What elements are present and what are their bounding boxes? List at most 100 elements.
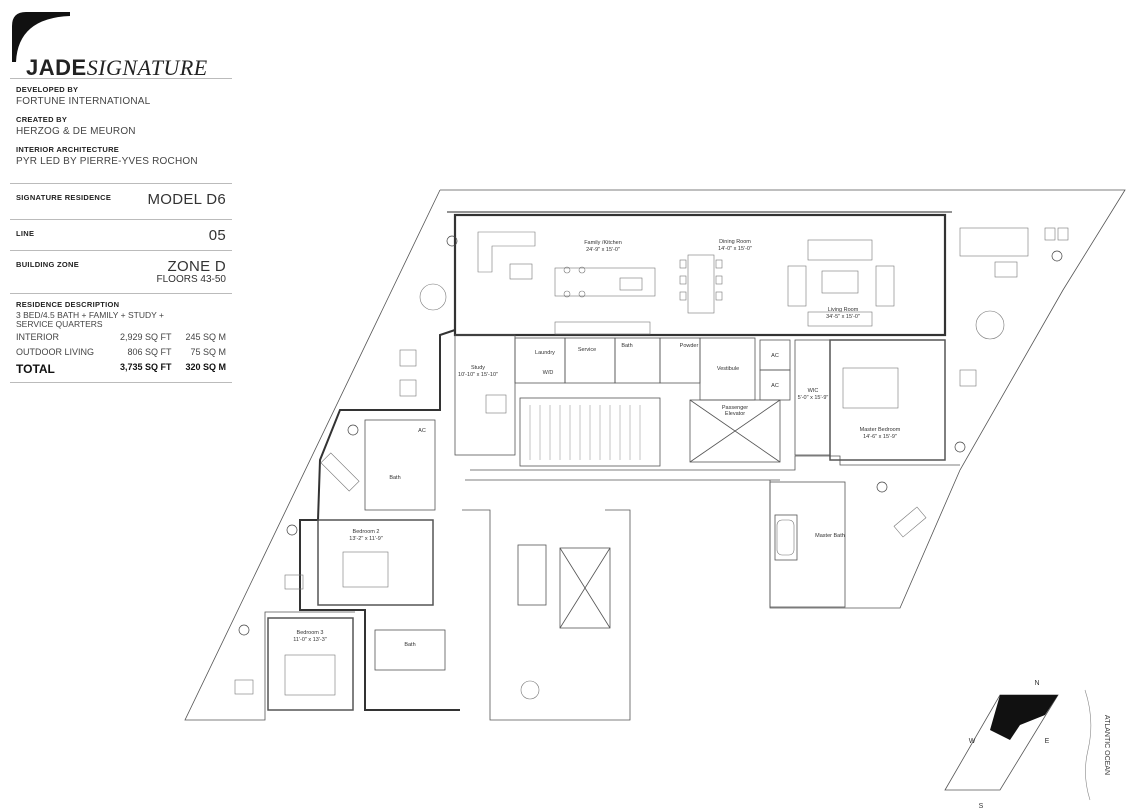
residence-description: RESIDENCE DESCRIPTION 3 BED/4.5 BATH + F… [10,293,232,383]
spec-value: ZONE D [167,258,226,275]
main-living-shell [453,213,947,337]
room-service: Service [578,347,596,353]
room-living-name: Living Room [828,307,859,313]
room-living-dims: 34'-5" x 15'-0" [826,314,860,320]
vestibule [699,337,756,401]
service-room [564,337,616,384]
stair-core [519,397,661,467]
logo-mark-icon [12,12,70,62]
ocean-label: ATLANTIC OCEAN [1103,715,1110,775]
area-name: OUTDOOR LIVING [16,347,95,357]
credit-value: HERZOG & DE MEURON [16,126,136,137]
room-master-bath: Master Bath [815,533,845,539]
planter-icon [954,441,966,453]
room-ac-3: AC [418,428,426,434]
area-sqm: 245 SQ M [185,332,227,342]
room-wd: W/D [543,370,554,376]
brand-wordmark: JADESIGNATURE [26,55,208,81]
west-wing-wall [299,215,460,711]
info-panel: DEVELOPED BY FORTUNE INTERNATIONAL CREAT… [10,78,232,383]
description-text: 3 BED/4.5 BATH + FAMILY + STUDY + SERVIC… [16,310,164,329]
planter-icon [1051,250,1063,262]
area-row-outdoor: OUTDOOR LIVING 806 SQ FT 75 SQ M [16,347,226,357]
divider [10,78,232,79]
compass-north: N [1034,680,1039,687]
area-row-total: TOTAL 3,735 SQ FT 320 SQ M [16,362,226,376]
area-sqft: 806 SQ FT [127,347,172,357]
spec-residence: SIGNATURE RESIDENCE MODEL D6 [10,183,232,219]
spec-line: LINE 05 [10,219,232,250]
room-dining-dims: 14'-0" x 15'-0" [718,246,752,252]
credit-label: DEVELOPED BY [16,85,79,94]
credit-developer: DEVELOPED BY FORTUNE INTERNATIONAL [16,85,232,107]
area-sqft: 3,735 SQ FT [120,362,172,372]
service-elevator [559,547,611,629]
room-ac-1: AC [771,353,779,359]
lower-core [462,509,631,721]
room-bedroom-3-dims: 11'-0" x 13'-3" [293,637,326,643]
room-ac-2: AC [771,383,779,389]
ac-closet-2 [759,369,791,401]
planter-icon [347,424,359,436]
area-sqft: 2,929 SQ FT [120,332,172,342]
credit-label: INTERIOR ARCHITECTURE [16,145,120,154]
corridor [470,455,960,471]
room-service-bath: Bath [621,343,632,349]
area-name: TOTAL [16,362,55,376]
brand-name-italic: SIGNATURE [86,55,208,80]
spec-label: BUILDING ZONE [16,260,80,269]
terrace-outline [440,189,1126,609]
master-bath [769,481,846,608]
room-bath-2: Bath [389,475,400,481]
spec-zone: BUILDING ZONE ZONE D FLOORS 43-50 [10,250,232,293]
room-bedroom-2-name: Bedroom 2 [353,529,380,535]
room-study-name: Study [471,365,485,371]
credit-creator: CREATED BY HERZOG & DE MEURON [16,115,232,137]
credit-label: CREATED BY [16,115,68,124]
compass-south: S [979,803,984,810]
room-wic-name: WIC [808,388,819,394]
planter-icon [446,235,458,247]
room-elevator-line2: Elevator [725,411,745,417]
room-study-dims: 10'-10" x 15'-10" [458,372,498,378]
room-wic-dims: 5'-0" x 15'-9" [798,395,829,401]
brand-logo: JADESIGNATURE [12,12,232,80]
compass-east: E [1045,738,1050,745]
unit-location-highlight [990,695,1058,740]
room-master-bed-name: Master Bedroom [860,427,901,433]
bedroom-2 [317,519,434,606]
room-family-kitchen-name: Family /Kitchen [584,240,622,246]
spec-value: 05 [208,227,226,244]
room-family-kitchen-dims: 24'-9" x 15'-0" [586,247,620,253]
credit-value: PYR LED BY PIERRE-YVES ROCHON [16,156,198,167]
room-dining-name: Dining Room [719,239,751,245]
laundry-room [514,337,566,384]
spec-label: SIGNATURE RESIDENCE [16,193,112,202]
credit-value: FORTUNE INTERNATIONAL [16,96,151,107]
bath-2 [364,419,436,511]
planter-icon [286,524,298,536]
room-master-bed-dims: 14'-6" x 15'-9" [863,434,897,440]
planter-icon [238,624,250,636]
credit-interior: INTERIOR ARCHITECTURE PYR LED BY PIERRE-… [16,145,232,167]
area-sqm: 75 SQ M [190,347,227,357]
room-elevator-line1: Passenger [722,405,748,411]
room-bath-3: Bath [404,642,415,648]
description-label: RESIDENCE DESCRIPTION [16,300,120,309]
brand-name-bold: JADE [26,55,87,80]
room-vestibule: Vestibule [717,366,739,372]
spec-label: LINE [16,229,35,238]
spec-subvalue: FLOORS 43-50 [156,274,226,285]
study [454,334,516,456]
bath-3 [374,629,446,671]
bedroom-3 [267,617,354,711]
room-bedroom-2-dims: 13'-2" x 11'-9" [349,536,382,542]
compass-west: W [969,738,976,745]
terrace-outline-left [184,189,441,721]
area-sqm: 320 SQ M [185,362,227,372]
spec-value: MODEL D6 [147,191,226,208]
key-plan: N W E S ATLANTIC OCEAN [944,680,1110,810]
credits: DEVELOPED BY FORTUNE INTERNATIONAL CREAT… [10,79,232,167]
area-name: INTERIOR [16,332,60,342]
